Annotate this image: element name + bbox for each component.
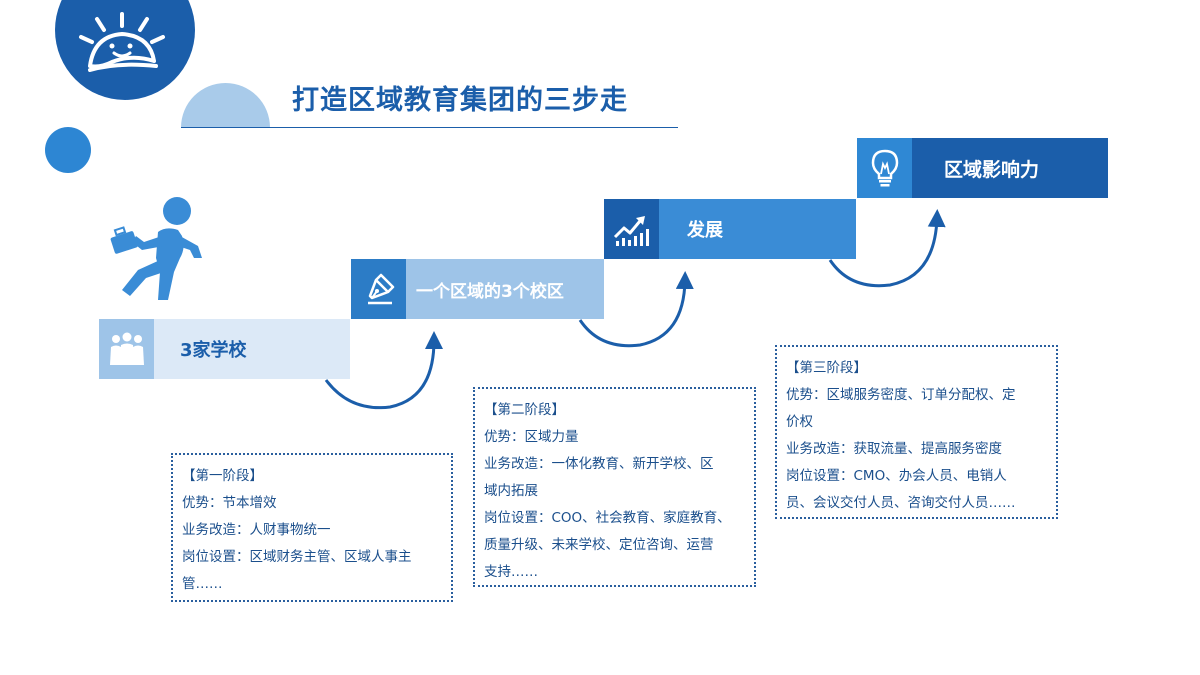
step-1-icon-box <box>99 319 154 379</box>
stage-3-line-5: 员、会议交付人员、咨询交付人员…… <box>786 495 1016 511</box>
stage-2-line-4: 岗位设置：COO、社会教育、家庭教育、 <box>484 510 731 526</box>
stage-1-line-2: 业务改造：人财事物统一 <box>182 522 331 538</box>
stage-2-line-1: 优势：区域力量 <box>484 429 579 445</box>
step-2-icon-box <box>351 259 406 319</box>
people-group-icon <box>109 332 144 365</box>
step-4-icon-box <box>857 138 912 198</box>
sun-logo-icon <box>79 12 165 72</box>
stage-3-line-1: 优势：区域服务密度、订单分配权、定 <box>786 387 1016 403</box>
step-3-icon-box <box>604 199 659 259</box>
stage-2-line-5: 质量升级、未来学校、定位咨询、运营 <box>484 537 714 553</box>
growth-chart-icon <box>613 216 649 246</box>
stage-card-3: 【第三阶段】 优势：区域服务密度、订单分配权、定 价权 业务改造：获取流量、提高… <box>775 345 1058 519</box>
page-title: 打造区域教育集团的三步走 <box>292 85 628 116</box>
stage-2-line-6: 支持…… <box>484 564 538 580</box>
stage-3-line-3: 业务改造：获取流量、提高服务密度 <box>786 441 1002 457</box>
running-man-icon <box>110 197 202 300</box>
step-3: 发展 <box>604 199 856 259</box>
step-4-label: 区域影响力 <box>944 158 1040 181</box>
step-2: 一个区域的3个校区 <box>351 259 604 319</box>
step-4: 区域影响力 <box>857 138 1108 198</box>
step-1: 3家学校 <box>99 319 350 379</box>
stage-2-line-3: 域内拓展 <box>484 483 538 499</box>
decorative-dot <box>45 127 91 173</box>
stage-3-line-2: 价权 <box>786 414 813 430</box>
lightbulb-icon <box>871 149 898 187</box>
stage-1-line-4: 管…… <box>182 576 223 592</box>
title-underline <box>181 127 678 128</box>
step-2-label: 一个区域的3个校区 <box>416 281 564 302</box>
stage-1-line-3: 岗位设置：区域财务主管、区域人事主 <box>182 549 412 565</box>
stage-3-line-4: 岗位设置：CMO、办会人员、电销人 <box>786 468 1007 484</box>
stage-3-heading: 【第三阶段】 <box>786 360 867 376</box>
stage-1-line-1: 优势：节本增效 <box>182 495 277 511</box>
stage-2-heading: 【第二阶段】 <box>484 402 565 418</box>
stage-1-heading: 【第一阶段】 <box>182 468 263 484</box>
step-3-label: 发展 <box>687 220 723 241</box>
stage-2-line-2: 业务改造：一体化教育、新开学校、区 <box>484 456 714 472</box>
pen-nib-icon <box>367 273 394 305</box>
stage-card-2: 【第二阶段】 优势：区域力量 业务改造：一体化教育、新开学校、区 域内拓展 岗位… <box>473 387 756 587</box>
step-1-label: 3家学校 <box>180 340 247 361</box>
stage-card-1: 【第一阶段】 优势：节本增效 业务改造：人财事物统一 岗位设置：区域财务主管、区… <box>171 453 453 602</box>
